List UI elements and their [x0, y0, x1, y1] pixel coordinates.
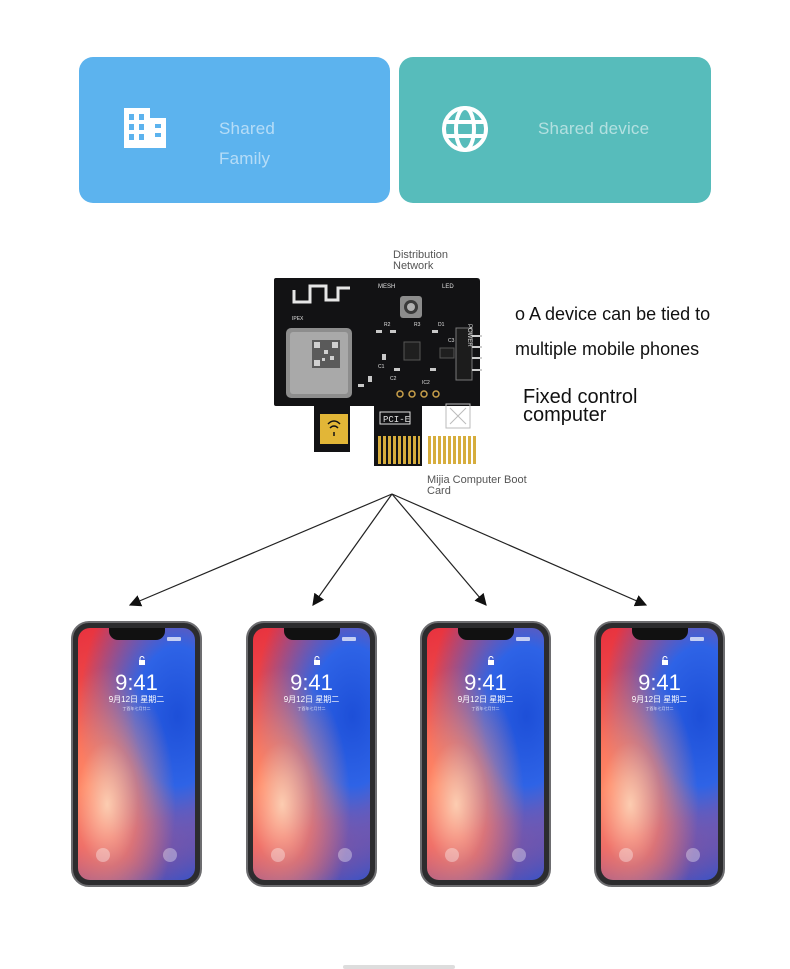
fixed-control-text-line1: Fixed control [523, 386, 638, 408]
arrow-to-phone-4 [391, 493, 648, 607]
camera-icon[interactable] [163, 848, 177, 862]
silkscreen-led: LED [442, 284, 454, 290]
phone-notch [631, 628, 688, 640]
lock-screen-lunar-date: 丁酉年七月廿二 [297, 706, 326, 711]
silkscreen-mesh: MESH [378, 284, 395, 290]
pcie-boot-card-image: PCI-E MESH LED IPEX R2 R3 D1 C1 C2 C3 IC… [274, 278, 482, 466]
lock-screen-date: 9月12日 星期二 [631, 695, 688, 704]
distribution-network-label-line1: Distribution [393, 249, 449, 261]
shared-device-label: Shared device [538, 119, 650, 138]
distribution-network-label-line2: Network [393, 260, 434, 272]
camera-icon[interactable] [512, 848, 526, 862]
bottom-indicator-bar [343, 965, 455, 969]
silkscreen-r3: R3 [414, 322, 421, 328]
lock-icon [139, 656, 145, 665]
lock-screen-lunar-date: 丁酉年七月廿二 [122, 706, 151, 711]
mijia-boot-card-label-line2: Card [427, 485, 451, 497]
tied-to-phones-text-line1: o A device can be tied to [515, 304, 711, 324]
lock-screen-date: 9月12日 星期二 [457, 695, 514, 704]
silkscreen-power: POWER [466, 324, 472, 347]
phone-notch [108, 628, 165, 640]
lock-screen-date: 9月12日 星期二 [283, 695, 340, 704]
arrow-to-phone-2 [312, 493, 393, 606]
silkscreen-ic2: IC2 [422, 380, 430, 386]
arrow-to-phone-3 [391, 493, 487, 606]
fixed-control-text-line2: computer [523, 404, 607, 426]
lock-screen-time: 9:41 [290, 670, 333, 695]
silkscreen-c1: C1 [378, 364, 385, 370]
battery-icon [516, 637, 530, 641]
battery-icon [167, 637, 181, 641]
shared-device-card[interactable] [399, 57, 711, 203]
lock-screen-date: 9月12日 星期二 [108, 695, 165, 704]
phone-1: 9:41 9月12日 星期二 丁酉年七月廿二 [71, 621, 202, 887]
silkscreen-d1: D1 [438, 322, 445, 328]
phone-3: 9:41 9月12日 星期二 丁酉年七月廿二 [420, 621, 551, 887]
phone-2: 9:41 9月12日 星期二 丁酉年七月廿二 [246, 621, 377, 887]
phone-notch [457, 628, 514, 640]
globe-icon [442, 106, 488, 152]
flashlight-icon[interactable] [619, 848, 633, 862]
silkscreen-r2: R2 [384, 322, 391, 328]
silkscreen-c2: C2 [390, 376, 397, 382]
silkscreen-pcie: PCI-E [383, 415, 410, 425]
flashlight-icon[interactable] [445, 848, 459, 862]
lock-screen-time: 9:41 [638, 670, 681, 695]
lock-screen-time: 9:41 [464, 670, 507, 695]
lock-icon [314, 656, 320, 665]
building-icon [124, 108, 166, 148]
battery-icon [690, 637, 704, 641]
arrow-to-phone-1 [128, 493, 393, 607]
camera-icon[interactable] [338, 848, 352, 862]
phone-notch [283, 628, 340, 640]
battery-icon [342, 637, 356, 641]
lock-screen-lunar-date: 丁酉年七月廿二 [471, 706, 500, 711]
flashlight-icon[interactable] [271, 848, 285, 862]
shared-family-label-line1: Shared [219, 119, 276, 138]
lock-icon [488, 656, 494, 665]
lock-screen-time: 9:41 [115, 670, 158, 695]
lock-icon [662, 656, 668, 665]
flashlight-icon[interactable] [96, 848, 110, 862]
phone-4: 9:41 9月12日 星期二 丁酉年七月廿二 [594, 621, 725, 887]
lock-screen-lunar-date: 丁酉年七月廿二 [645, 706, 674, 711]
silkscreen-c3: C3 [448, 338, 455, 344]
mijia-boot-card-label-line1: Mijia Computer Boot [427, 474, 527, 486]
tied-to-phones-text-line2: multiple mobile phones [515, 339, 700, 359]
silkscreen-ipex: IPEX [292, 316, 304, 322]
shared-family-label-line2: Family [219, 149, 271, 168]
camera-icon[interactable] [686, 848, 700, 862]
